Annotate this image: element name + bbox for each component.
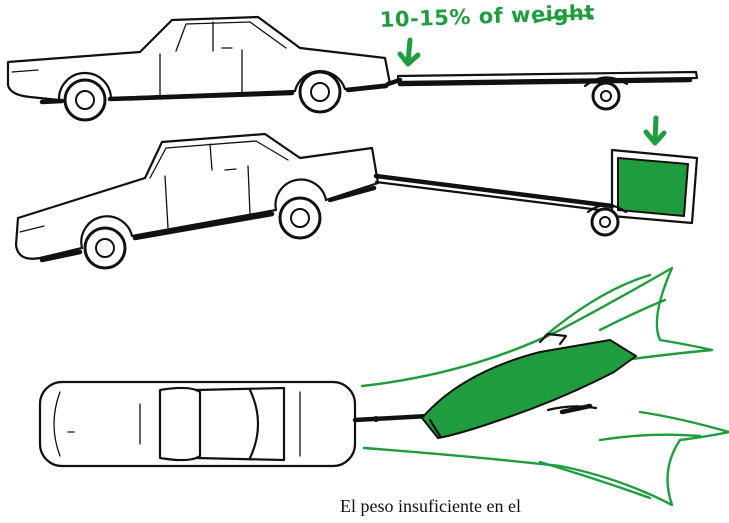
front-wheel [63, 78, 107, 122]
box-trailer-middle [373, 148, 699, 237]
flatbed-trailer-top [385, 70, 699, 111]
label-underline-flourish [533, 14, 594, 24]
rear-wheel [278, 196, 322, 240]
boat-trailer-top-view [352, 332, 637, 439]
car-side-view-top [6, 15, 392, 122]
down-arrow-icon [643, 115, 667, 146]
front-wheel [83, 226, 127, 270]
down-arrow-icon [397, 37, 421, 67]
boat-hull [421, 339, 637, 439]
car-side-view-middle [14, 132, 380, 270]
sway-motion-lines [360, 266, 729, 507]
car-top-view [38, 380, 357, 468]
heavy-load-block [617, 157, 689, 217]
caption-text: El peso insuficiente en el [340, 496, 521, 516]
rear-wheel [298, 70, 342, 114]
